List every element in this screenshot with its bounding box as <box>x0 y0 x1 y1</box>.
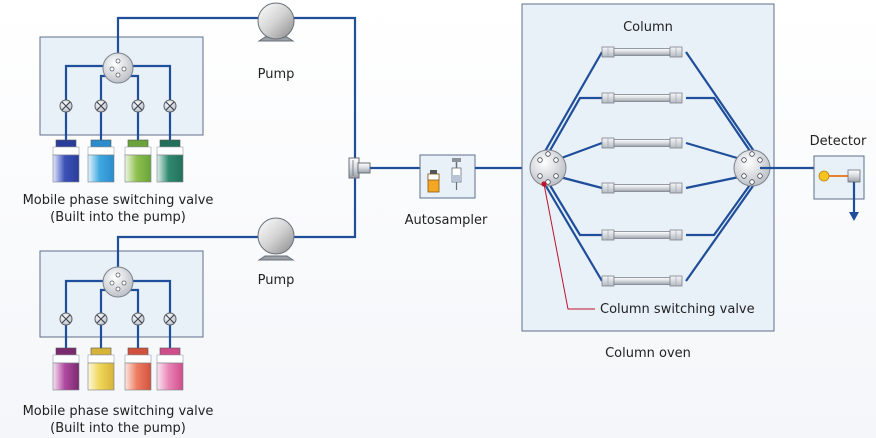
column-switching-valve-right <box>733 149 771 187</box>
mp-valve-label-top-line1: Mobile phase switching valve <box>23 193 214 208</box>
lamp-icon <box>818 170 830 182</box>
pump-bottom: Pump <box>257 172 357 288</box>
solvent-bottles-top <box>52 139 184 183</box>
top-bottle-1 <box>52 139 80 183</box>
column-6 <box>601 275 683 287</box>
outlet-arrow-icon <box>849 212 859 221</box>
column-oven-label: Column oven <box>605 346 691 361</box>
top-bottle-4 <box>156 139 184 183</box>
syringe-icon <box>451 158 462 190</box>
mobile-phase-unit-top: Mobile phase switching valve (Built into… <box>23 16 257 225</box>
pump-bottom-head <box>257 217 295 255</box>
mp-switching-valve-bottom <box>102 266 134 298</box>
mp-valve-label-bottom-line2: (Built into the pump) <box>50 421 186 436</box>
column-switching-valve-pointer <box>543 183 595 310</box>
flow-cell-icon <box>847 169 861 183</box>
column-switching-valve-left <box>529 149 567 187</box>
detector-label: Detector <box>810 134 867 149</box>
bottom-bottle-3 <box>124 347 152 391</box>
mp-valve-label-bottom-line1: Mobile phase switching valve <box>23 404 214 419</box>
column-3 <box>601 137 683 149</box>
solvent-bottles-bottom <box>52 347 184 391</box>
detector: Detector <box>810 134 867 221</box>
solenoid-valves-bottom <box>59 312 177 326</box>
bottom-bottle-2 <box>87 347 115 391</box>
column-1 <box>601 46 683 58</box>
top-bottle-2 <box>87 139 115 183</box>
mixer-tee <box>348 157 371 179</box>
column-oven: Column Column oven <box>521 3 775 361</box>
mobile-phase-unit-bottom: Mobile phase switching valve (Built into… <box>23 235 257 436</box>
autosampler-label: Autosampler <box>405 213 488 228</box>
column-2 <box>601 92 683 104</box>
bottom-bottle-4 <box>156 347 184 391</box>
pump-bottom-label: Pump <box>258 273 295 288</box>
mp-valve-label-top-line2: (Built into the pump) <box>50 210 186 225</box>
mp-pipes-bottom <box>64 235 257 348</box>
mp-valve-box-top <box>39 36 204 136</box>
pump-top-label: Pump <box>258 67 295 82</box>
column-label: Column <box>623 20 673 35</box>
column-pipes <box>539 51 761 282</box>
bottom-bottle-1 <box>52 347 80 391</box>
top-bottle-3 <box>124 139 152 183</box>
columns-group <box>601 46 683 287</box>
autosampler: Autosampler <box>405 154 488 228</box>
sample-vial-icon <box>427 170 440 193</box>
pump-top: Pump <box>257 2 357 166</box>
column-switching-valve-label: Column switching valve <box>600 302 755 317</box>
mp-switching-valve-top <box>102 52 134 84</box>
column-5 <box>601 229 683 241</box>
solenoid-valves-top <box>59 99 177 113</box>
pump-top-head <box>257 2 295 40</box>
column-4 <box>601 182 683 194</box>
